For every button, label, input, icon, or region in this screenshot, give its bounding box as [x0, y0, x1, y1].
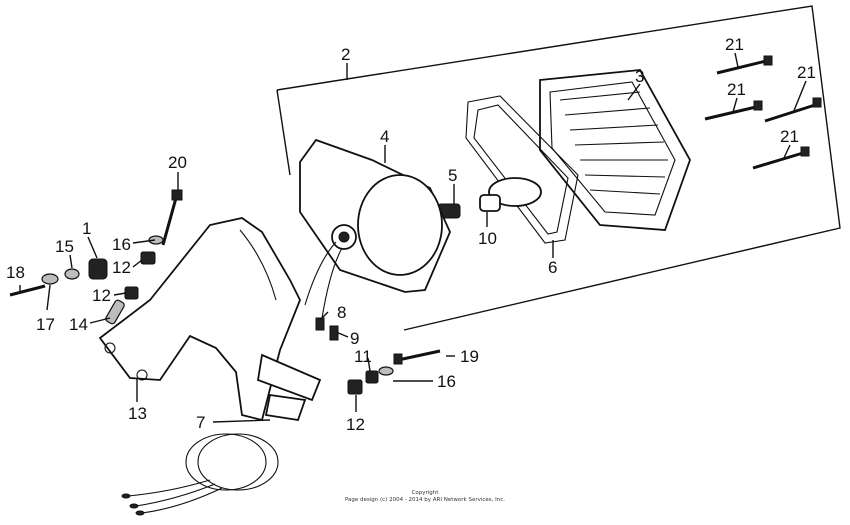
callout-17: 17: [36, 315, 55, 334]
callout-4: 4: [380, 127, 389, 146]
callout-20: 20: [168, 153, 187, 172]
assembly-outline: [276, 5, 841, 331]
callout-18: 18: [6, 263, 25, 282]
callout-16a: 16: [112, 235, 131, 254]
callout-3: 3: [635, 67, 644, 86]
callout-14: 14: [69, 315, 88, 334]
callout-11: 11: [354, 347, 372, 366]
lens-gasket: [465, 95, 579, 244]
callout-8: 8: [337, 303, 346, 322]
callout-21d: 21: [780, 127, 799, 146]
callout-15: 15: [55, 237, 74, 256]
screws-21: [704, 55, 822, 170]
lower-hardware: [347, 349, 441, 395]
copyright-line-1: Copyright: [411, 490, 439, 496]
base-wires: [304, 241, 343, 319]
leader-lines: [19, 52, 807, 423]
callout-21a: 21: [725, 35, 744, 54]
callout-9: 9: [350, 329, 359, 348]
callout-7: 7: [196, 413, 205, 432]
callout-2: 2: [341, 45, 350, 64]
copyright-line-2: Page design (c) 2004 - 2014 by ARI Netwo…: [344, 497, 506, 503]
callout-labels: 2 3 4 5 10 6 21 21 21 21 20 1 15 16 12 1…: [6, 35, 816, 434]
taillight-base: [299, 138, 451, 293]
callout-12c: 12: [346, 415, 365, 434]
copyright-notice: Copyright Page design (c) 2004 - 2014 by…: [0, 490, 850, 504]
callout-10: 10: [478, 229, 497, 248]
callout-21c: 21: [797, 63, 816, 82]
callout-5: 5: [448, 166, 457, 185]
callout-12b: 12: [92, 286, 111, 305]
callout-1: 1: [82, 219, 91, 238]
bulb: [479, 177, 542, 212]
connectors: [315, 317, 339, 341]
callout-21b: 21: [727, 80, 746, 99]
callout-16b: 16: [437, 372, 456, 391]
callout-12a: 12: [112, 258, 131, 277]
taillight-lens: [539, 69, 691, 231]
callout-13: 13: [128, 404, 147, 423]
wire-harness: [121, 353, 322, 516]
callout-6: 6: [548, 258, 557, 277]
callout-19: 19: [460, 347, 479, 366]
left-hardware: [9, 189, 183, 325]
